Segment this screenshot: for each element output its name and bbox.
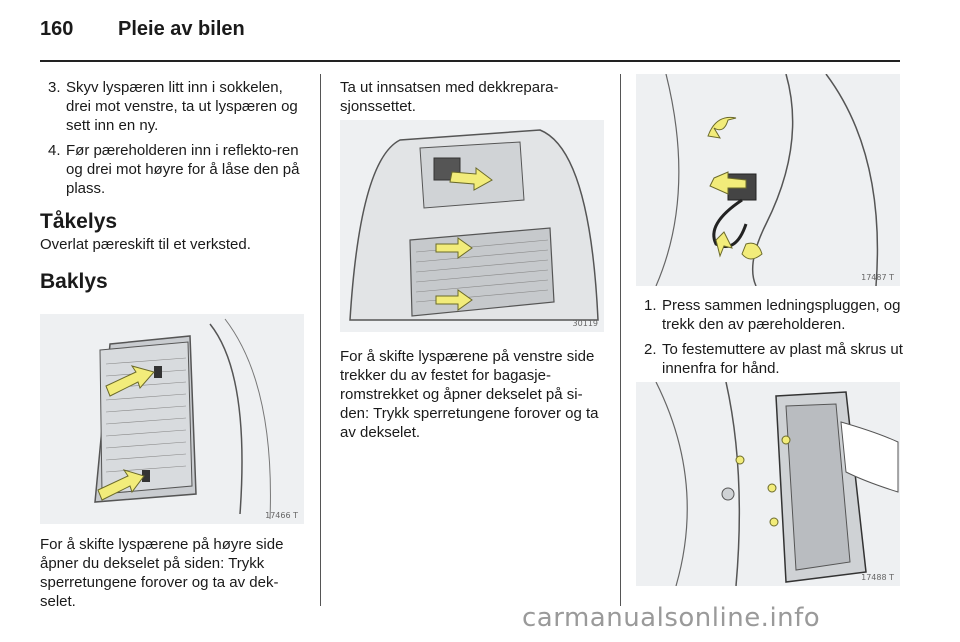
right-column-steps: 1. Press sammen ledningspluggen, og trek… xyxy=(636,296,904,384)
page-title: Pleie av bilen xyxy=(118,18,245,40)
section-title-fog-lights: Tåkelys xyxy=(40,210,118,233)
step-number: 2. xyxy=(644,341,657,358)
step-number: 3. xyxy=(48,79,61,96)
step-text: Press sammen ledningspluggen, og trekk d… xyxy=(662,297,901,333)
step-text: To festemuttere av plast må skrus ut inn… xyxy=(662,341,903,377)
step-item: 1. Press sammen ledningspluggen, og trek… xyxy=(636,296,904,334)
step-number: 4. xyxy=(48,142,61,159)
page-number: 160 xyxy=(40,18,74,40)
figure-plastic-nuts: 17488 T xyxy=(636,382,900,586)
left-side-instructions: For å skifte lyspærene på venstre side t… xyxy=(340,348,599,441)
figure-illustration xyxy=(340,120,604,332)
step-item: 2. To festemuttere av plast må skrus ut … xyxy=(636,340,904,378)
step-item: 3. Skyv lyspæren litt inn i sokkelen, dr… xyxy=(40,78,308,135)
figure-code: 17466 T xyxy=(265,511,298,520)
middle-bottom-text: For å skifte lyspærene på venstre side t… xyxy=(340,347,608,442)
step-number: 1. xyxy=(644,297,657,314)
right-side-instructions: For å skifte lyspærene på høyre side åpn… xyxy=(40,536,284,610)
step-text: Skyv lyspæren litt inn i sokkelen, drei … xyxy=(66,79,298,134)
figure-illustration xyxy=(40,314,304,524)
step-text: Før pæreholderen inn i reflekto-ren og d… xyxy=(66,142,300,197)
step-item: 4. Før pæreholderen inn i reflekto-ren o… xyxy=(40,141,308,198)
figure-illustration xyxy=(636,382,900,586)
left-column: 3. Skyv lyspæren litt inn i sokkelen, dr… xyxy=(40,78,308,295)
watermark: carmanualsonline.info xyxy=(522,603,821,633)
figure-code: 17488 T xyxy=(861,573,894,582)
figure-illustration xyxy=(636,74,900,286)
column-divider-2 xyxy=(620,74,621,606)
tire-repair-kit-text: Ta ut innsatsen med dekkrepara-sjonssett… xyxy=(340,79,559,115)
section-title-reverse-lights: Baklys xyxy=(40,270,108,293)
figure-bulb-holder: 17487 T xyxy=(636,74,900,286)
fog-lights-text: Overlat pæreskift til et verksted. xyxy=(40,236,251,253)
left-bottom-text: For å skifte lyspærene på høyre side åpn… xyxy=(40,535,308,611)
column-divider-1 xyxy=(320,74,321,606)
figure-code: 30119 xyxy=(572,319,598,328)
figure-trunk-cover: 30119 xyxy=(340,120,604,332)
figure-rear-light-cover: 17466 T xyxy=(40,314,304,524)
header-rule xyxy=(40,60,900,62)
middle-column-intro: Ta ut innsatsen med dekkrepara-sjonssett… xyxy=(340,78,608,116)
figure-code: 17487 T xyxy=(861,273,894,282)
